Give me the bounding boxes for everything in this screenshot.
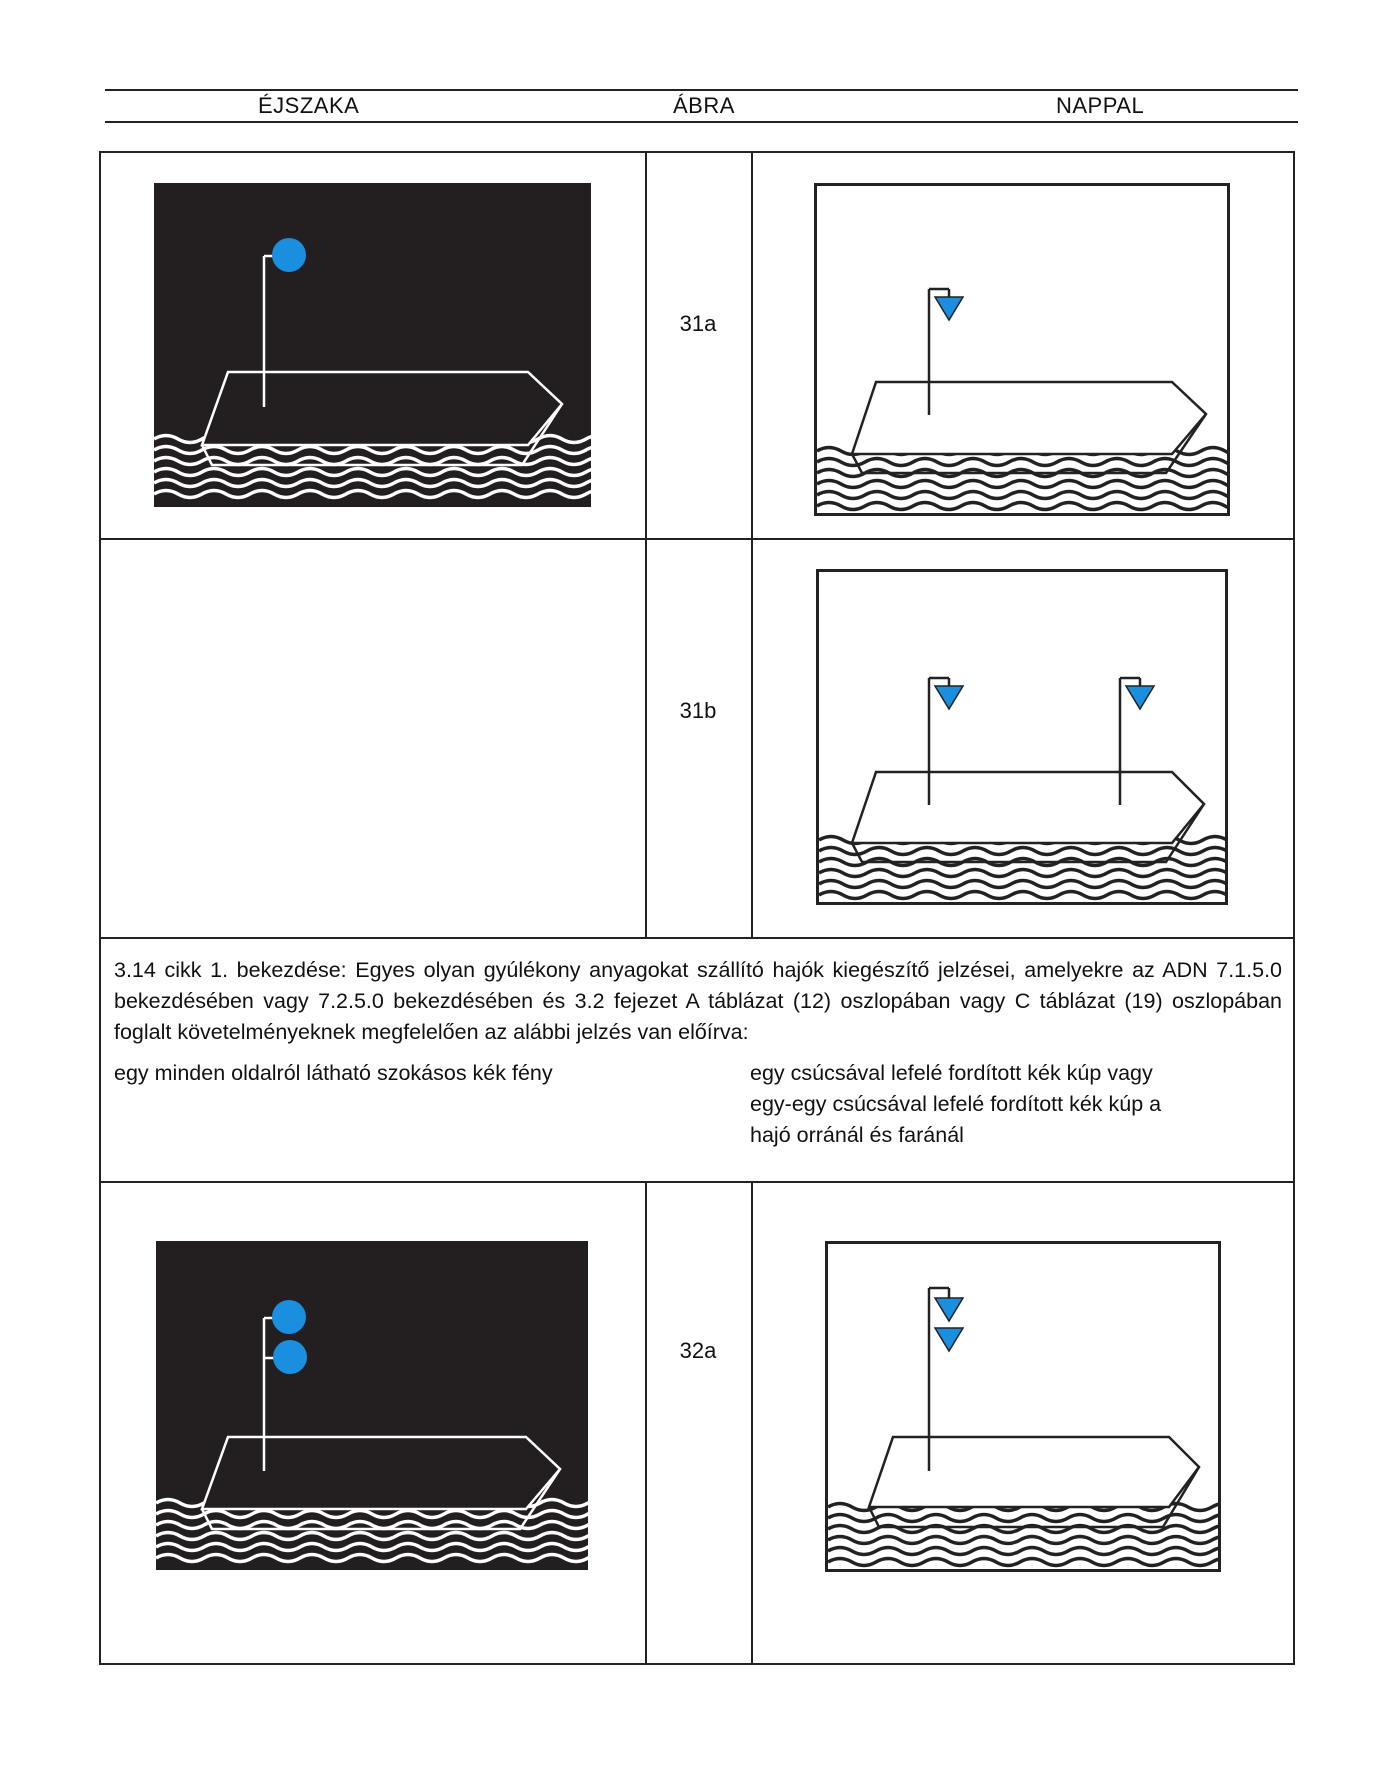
day-description-line: hajó orránál és faránál bbox=[750, 1123, 964, 1147]
blue-cone-icon bbox=[933, 685, 965, 711]
figure-31a-night bbox=[154, 183, 591, 507]
column-divider bbox=[645, 151, 647, 938]
blue-cone-icon bbox=[1124, 685, 1156, 711]
ship-icon bbox=[200, 1435, 562, 1531]
day-description: egy csúcsával lefelé fordított kék kúp v… bbox=[750, 1058, 1270, 1151]
blue-light-icon bbox=[272, 1300, 306, 1334]
night-description: egy minden oldalról látható szokásos kék… bbox=[114, 1061, 553, 1085]
header-top-rule bbox=[105, 89, 1298, 91]
header-figure: ÁBRA bbox=[673, 93, 735, 118]
figure-32a-night bbox=[156, 1241, 588, 1570]
header-day: NAPPAL bbox=[1056, 93, 1145, 118]
header-night: ÉJSZAKA bbox=[258, 93, 360, 118]
header-bottom-rule bbox=[105, 121, 1298, 123]
blue-cone-icon bbox=[933, 296, 965, 322]
figure-label-31b: 31b bbox=[679, 698, 717, 723]
blue-cone-icon bbox=[933, 1297, 965, 1323]
ship-icon bbox=[867, 1435, 1201, 1529]
row-divider bbox=[99, 1181, 1295, 1183]
day-description-line: egy-egy csúcsával lefelé fordított kék k… bbox=[750, 1092, 1162, 1116]
ship-icon bbox=[850, 770, 1206, 864]
signal-table bbox=[99, 151, 1295, 1665]
blue-cone-icon bbox=[933, 1327, 965, 1353]
ship-icon bbox=[850, 380, 1208, 475]
figure-31a-day bbox=[814, 183, 1230, 516]
ship-icon bbox=[200, 370, 564, 467]
figure-label-32a: 32a bbox=[679, 1338, 717, 1363]
row-divider bbox=[99, 538, 1295, 540]
column-divider bbox=[645, 1181, 647, 1665]
column-divider bbox=[751, 151, 753, 938]
row-divider bbox=[99, 937, 1295, 939]
column-divider bbox=[751, 1181, 753, 1665]
figure-32a-day bbox=[825, 1241, 1221, 1572]
article-paragraph: 3.14 cikk 1. bekezdése: Egyes olyan gyúl… bbox=[114, 958, 1282, 1044]
figure-31b-day bbox=[816, 569, 1228, 905]
blue-light-icon bbox=[272, 238, 306, 272]
figure-label-31a: 31a bbox=[679, 311, 717, 336]
day-description-line: egy csúcsával lefelé fordított kék kúp v… bbox=[750, 1061, 1153, 1085]
blue-light-icon bbox=[273, 1340, 307, 1374]
